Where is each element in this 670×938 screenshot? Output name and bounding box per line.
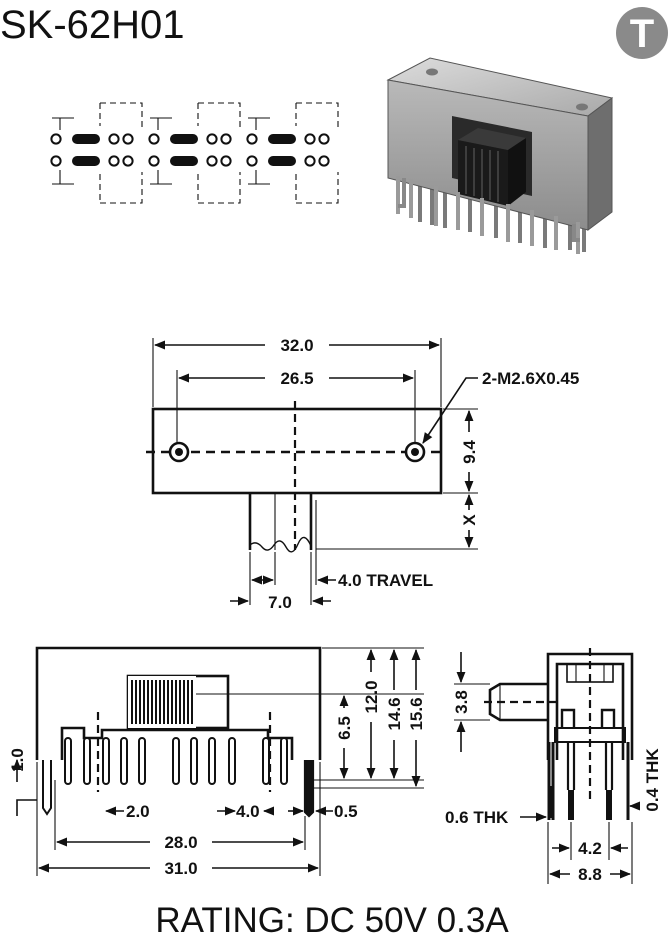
slider-contact [72,134,100,144]
contact-dot [318,133,330,145]
contact-dot [220,133,232,145]
front-pins [64,737,288,785]
dim-actuator-width: 7.0 [268,593,292,612]
dim-actuator-height: 6.5 [335,716,354,740]
terminal-pin [102,737,110,785]
dim-row-spacing: 4.2 [578,839,602,858]
dim-total-width: 31.0 [164,859,197,878]
front-view-drawing: 1.0 6.5 12.0 14.6 15.6 2.0 4.0 0.5 28.0 [8,646,426,878]
dim-pin-thickness: 0.5 [334,802,358,821]
logo-letter: T [630,12,654,56]
terminal-pin [190,737,198,785]
contact-dot [50,155,62,167]
contact-dot [122,133,134,145]
terminal-pin [228,737,236,785]
pole-frame-bottom [296,172,339,204]
dim-pitch: 2.0 [126,802,150,821]
circuit-pole [246,102,339,204]
slider-contact [170,134,198,144]
dim-actuator-length: X [460,514,479,526]
terminal-pin [280,737,288,785]
pole-frame-bottom [100,172,143,204]
terminal-pin [208,737,216,785]
circuit-pole [148,102,241,204]
pole-frame-top [100,102,143,128]
dim-travel: 4.0 TRAVEL [338,571,433,590]
pole-bracket [150,117,172,185]
terminal-pin [120,737,128,785]
terminal-pin [138,737,146,785]
pole-bracket [248,117,270,185]
contact-dot [108,155,120,167]
dim-body-height: 9.4 [460,440,479,464]
dim-pin-height: 1.0 [8,748,27,772]
dim-overall-width: 32.0 [280,336,313,355]
top-view-drawing: 32.0 26.5 2-M2.6X0.45 9.4 X [146,336,579,612]
terminal-pin [172,737,180,785]
slider-contact [268,156,296,166]
dim-pin-span: 28.0 [164,833,197,852]
contact-dot [108,133,120,145]
contact-dot [206,133,218,145]
pole-frame-bottom [198,172,241,204]
slider-contact [268,134,296,144]
terminal-pin [83,737,91,785]
rating-label: RATING: DC 50V 0.3A [155,901,509,938]
dim-actuator-offset: 3.8 [452,690,471,714]
pole-frame-top [296,102,339,128]
contact-dot [122,155,134,167]
thread-callout: 2-M2.6X0.45 [482,369,579,388]
dim-overall-depth: 8.8 [578,865,602,884]
contact-dot [206,155,218,167]
slider-contact [170,156,198,166]
contact-dot [246,133,258,145]
dim-height-146: 14.6 [385,697,404,730]
contact-dot [50,133,62,145]
dim-height-12: 12.0 [362,680,381,713]
model-title: SK-62H01 [0,3,185,47]
dim-gap: 4.0 [236,802,260,821]
pole-bracket [52,117,74,185]
dim-hole-spacing: 26.5 [280,369,313,388]
contact-dot [220,155,232,167]
pole-frame-top [198,102,241,128]
contact-dot [148,155,160,167]
contact-dot [304,155,316,167]
terminal-pin [64,737,72,785]
actuator-knob [128,676,196,728]
product-render [386,57,614,254]
side-view-drawing: 3.8 0.6 THK 0.4 THK 4.2 8.8 [445,648,662,884]
contact-dot [148,133,160,145]
terminal-pin [262,737,270,785]
brand-logo: T [616,7,668,59]
circuit-diagram [50,102,339,204]
dim-thk-right: 0.4 THK [643,748,662,812]
circuit-pole [50,102,143,204]
contact-dot [304,133,316,145]
contact-dot [318,155,330,167]
slider-contact [72,156,100,166]
dim-thk-left: 0.6 THK [445,808,509,827]
contact-dot [246,155,258,167]
dim-height-156: 15.6 [407,697,426,730]
